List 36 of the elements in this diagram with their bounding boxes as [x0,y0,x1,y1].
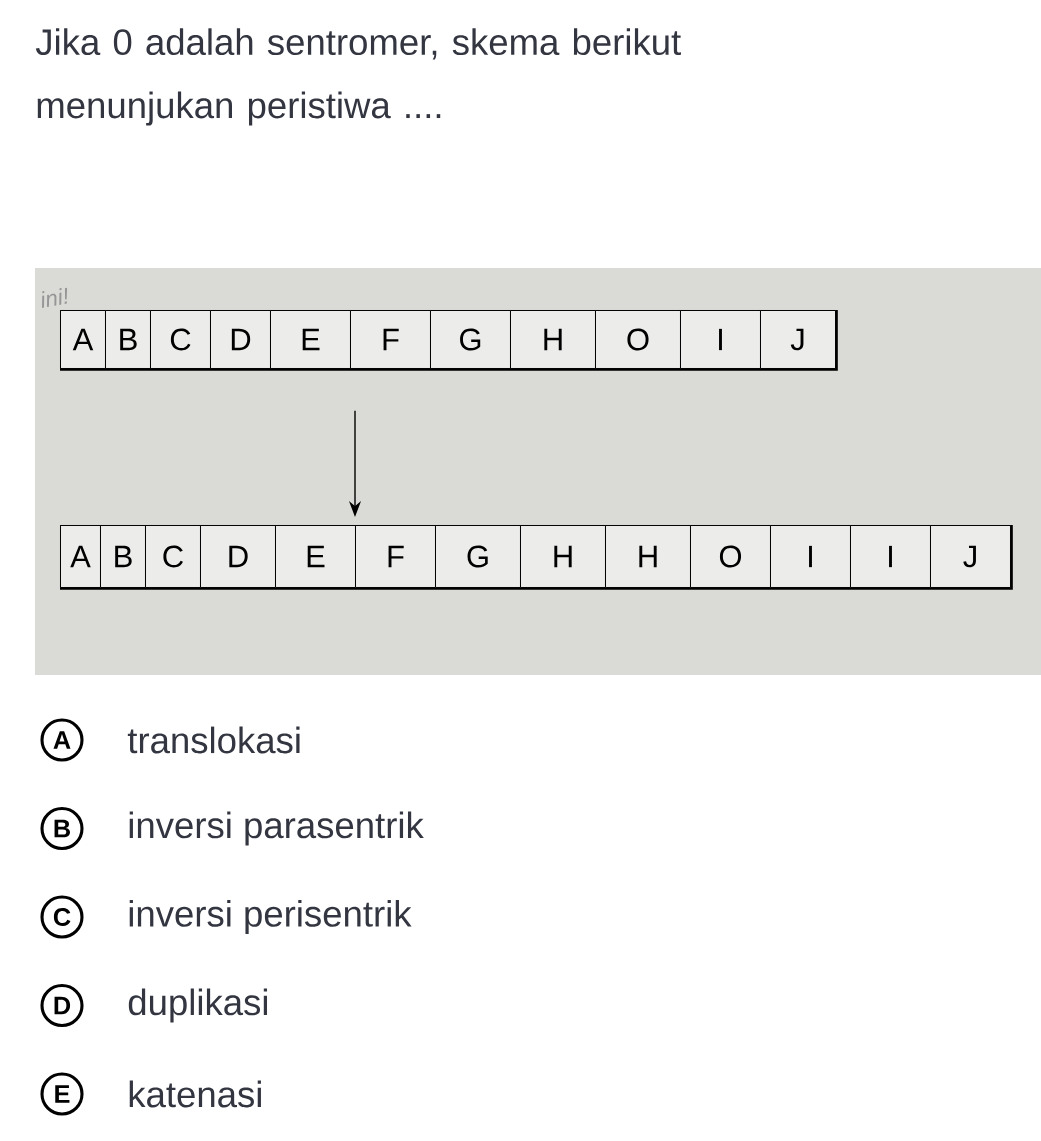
gene-segment: B [100,525,146,588]
gene-segment: C [150,310,211,369]
question-text: Jika 0 adalah sentromer, skema berikut menunjukan peristiwa .... [35,28,681,126]
gene-segment: F [355,525,436,588]
option-letter: E [40,1072,84,1116]
gene-segment: C [145,525,201,588]
gene-segment: E [275,525,356,588]
gene-segment: H [520,525,606,588]
option-text: katenasi [129,1080,261,1108]
option-text: duplikasi [128,988,267,1023]
handwritten-note: ini! [42,287,68,308]
gene-segment: D [200,525,276,588]
option-letter: D [40,984,84,1028]
gene-segment: O [690,525,771,588]
gene-segment: E [270,310,351,369]
option-text: inversi parasentrik [129,811,424,846]
gene-segment: O [595,310,681,369]
gene-segment: G [435,525,521,588]
option-text: inversi perisentrik [129,900,412,935]
gene-segment: J [760,310,836,369]
gene-segment: I [680,310,761,369]
gene-segment: F [350,310,431,369]
gene-segment: J [930,525,1011,588]
option-letter: C [40,895,84,939]
gene-segment: A [60,525,101,588]
gene-segment: H [510,310,596,369]
option-letter: A [40,718,84,762]
gene-segment: I [850,525,931,588]
gene-segment: I [770,525,851,588]
gene-segment: G [430,310,511,369]
option-letter: B [40,807,84,851]
gene-segment: B [105,310,151,369]
option-text: translokasi [127,726,300,754]
gene-segment: A [60,310,106,369]
gene-segment: H [605,525,691,588]
gene-segment: D [210,310,271,369]
